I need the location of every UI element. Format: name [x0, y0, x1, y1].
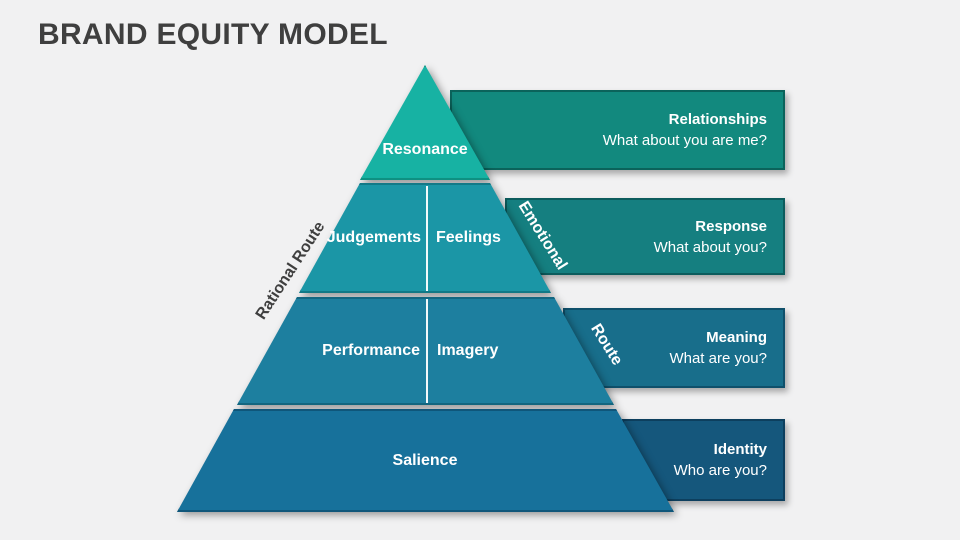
page-title: BRAND EQUITY MODEL — [38, 18, 388, 51]
level-label-judgements: Judgements — [326, 229, 421, 246]
level-label-imagery: Imagery — [437, 342, 499, 359]
level-label-salience: Salience — [392, 452, 458, 469]
level-label-performance: Performance — [322, 342, 420, 359]
level3-divider — [426, 299, 428, 403]
callout-question: What are you? — [669, 350, 767, 367]
level2-divider — [426, 186, 428, 291]
callout-title: Relationships — [668, 111, 767, 128]
pyramid-level-judgements-feelings — [299, 183, 551, 293]
pyramid-level-resonance — [360, 65, 490, 180]
pyramid-level-salience — [177, 409, 674, 512]
level-label-resonance: Resonance — [382, 141, 468, 158]
callout-question: What about you are me? — [602, 132, 767, 149]
callout-response: Response What about you? — [505, 198, 785, 275]
callout-question: Who are you? — [673, 462, 767, 479]
callout-title: Response — [695, 217, 767, 235]
callout-meaning: Meaning What are you? — [563, 308, 785, 388]
callout-title: Identity — [713, 441, 767, 458]
level-label-feelings: Feelings — [436, 229, 501, 246]
callout-title: Meaning — [706, 329, 767, 346]
callout-question: What about you? — [653, 238, 767, 256]
callout-relationships: Relationships What about you are me? — [450, 90, 785, 170]
pyramid-level-performance-imagery — [237, 297, 614, 405]
